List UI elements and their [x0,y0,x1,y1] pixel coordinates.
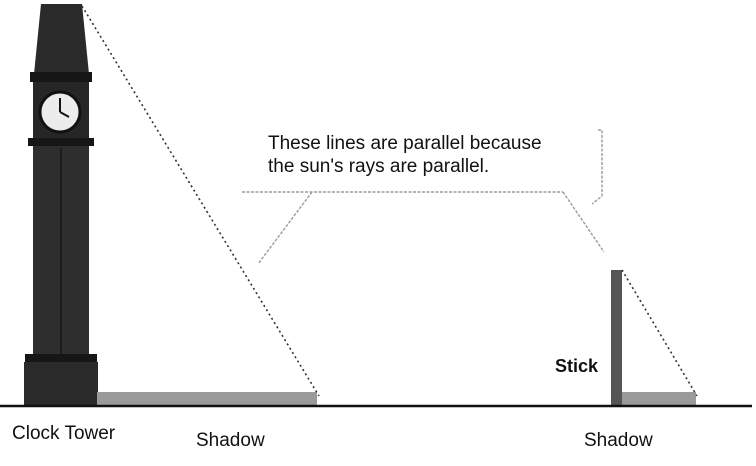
tower-shadow [97,392,317,405]
tower-spire [34,4,89,74]
stick-label: Stick [555,356,599,376]
sun-ray-stick [621,269,698,397]
callout-pointer [242,129,605,265]
stick [611,270,622,406]
tower-spire-band [30,72,92,82]
callout-text: These lines are parallel because the sun… [268,132,542,178]
tower-shadow-label: Shadow [196,430,265,451]
tower-label: Clock Tower [12,423,116,444]
tower-base-band [25,354,97,362]
stick-shadow [622,392,696,405]
callout-line-1: These lines are parallel because [268,133,542,154]
callout-line-2: the sun's rays are parallel. [268,156,490,177]
tower-base [24,362,98,405]
tower-band [28,138,94,146]
stick-shadow-label: Shadow [584,430,653,451]
sun-ray-tower [81,5,320,397]
clock-tower [24,4,98,405]
clock-face-icon [38,90,82,134]
